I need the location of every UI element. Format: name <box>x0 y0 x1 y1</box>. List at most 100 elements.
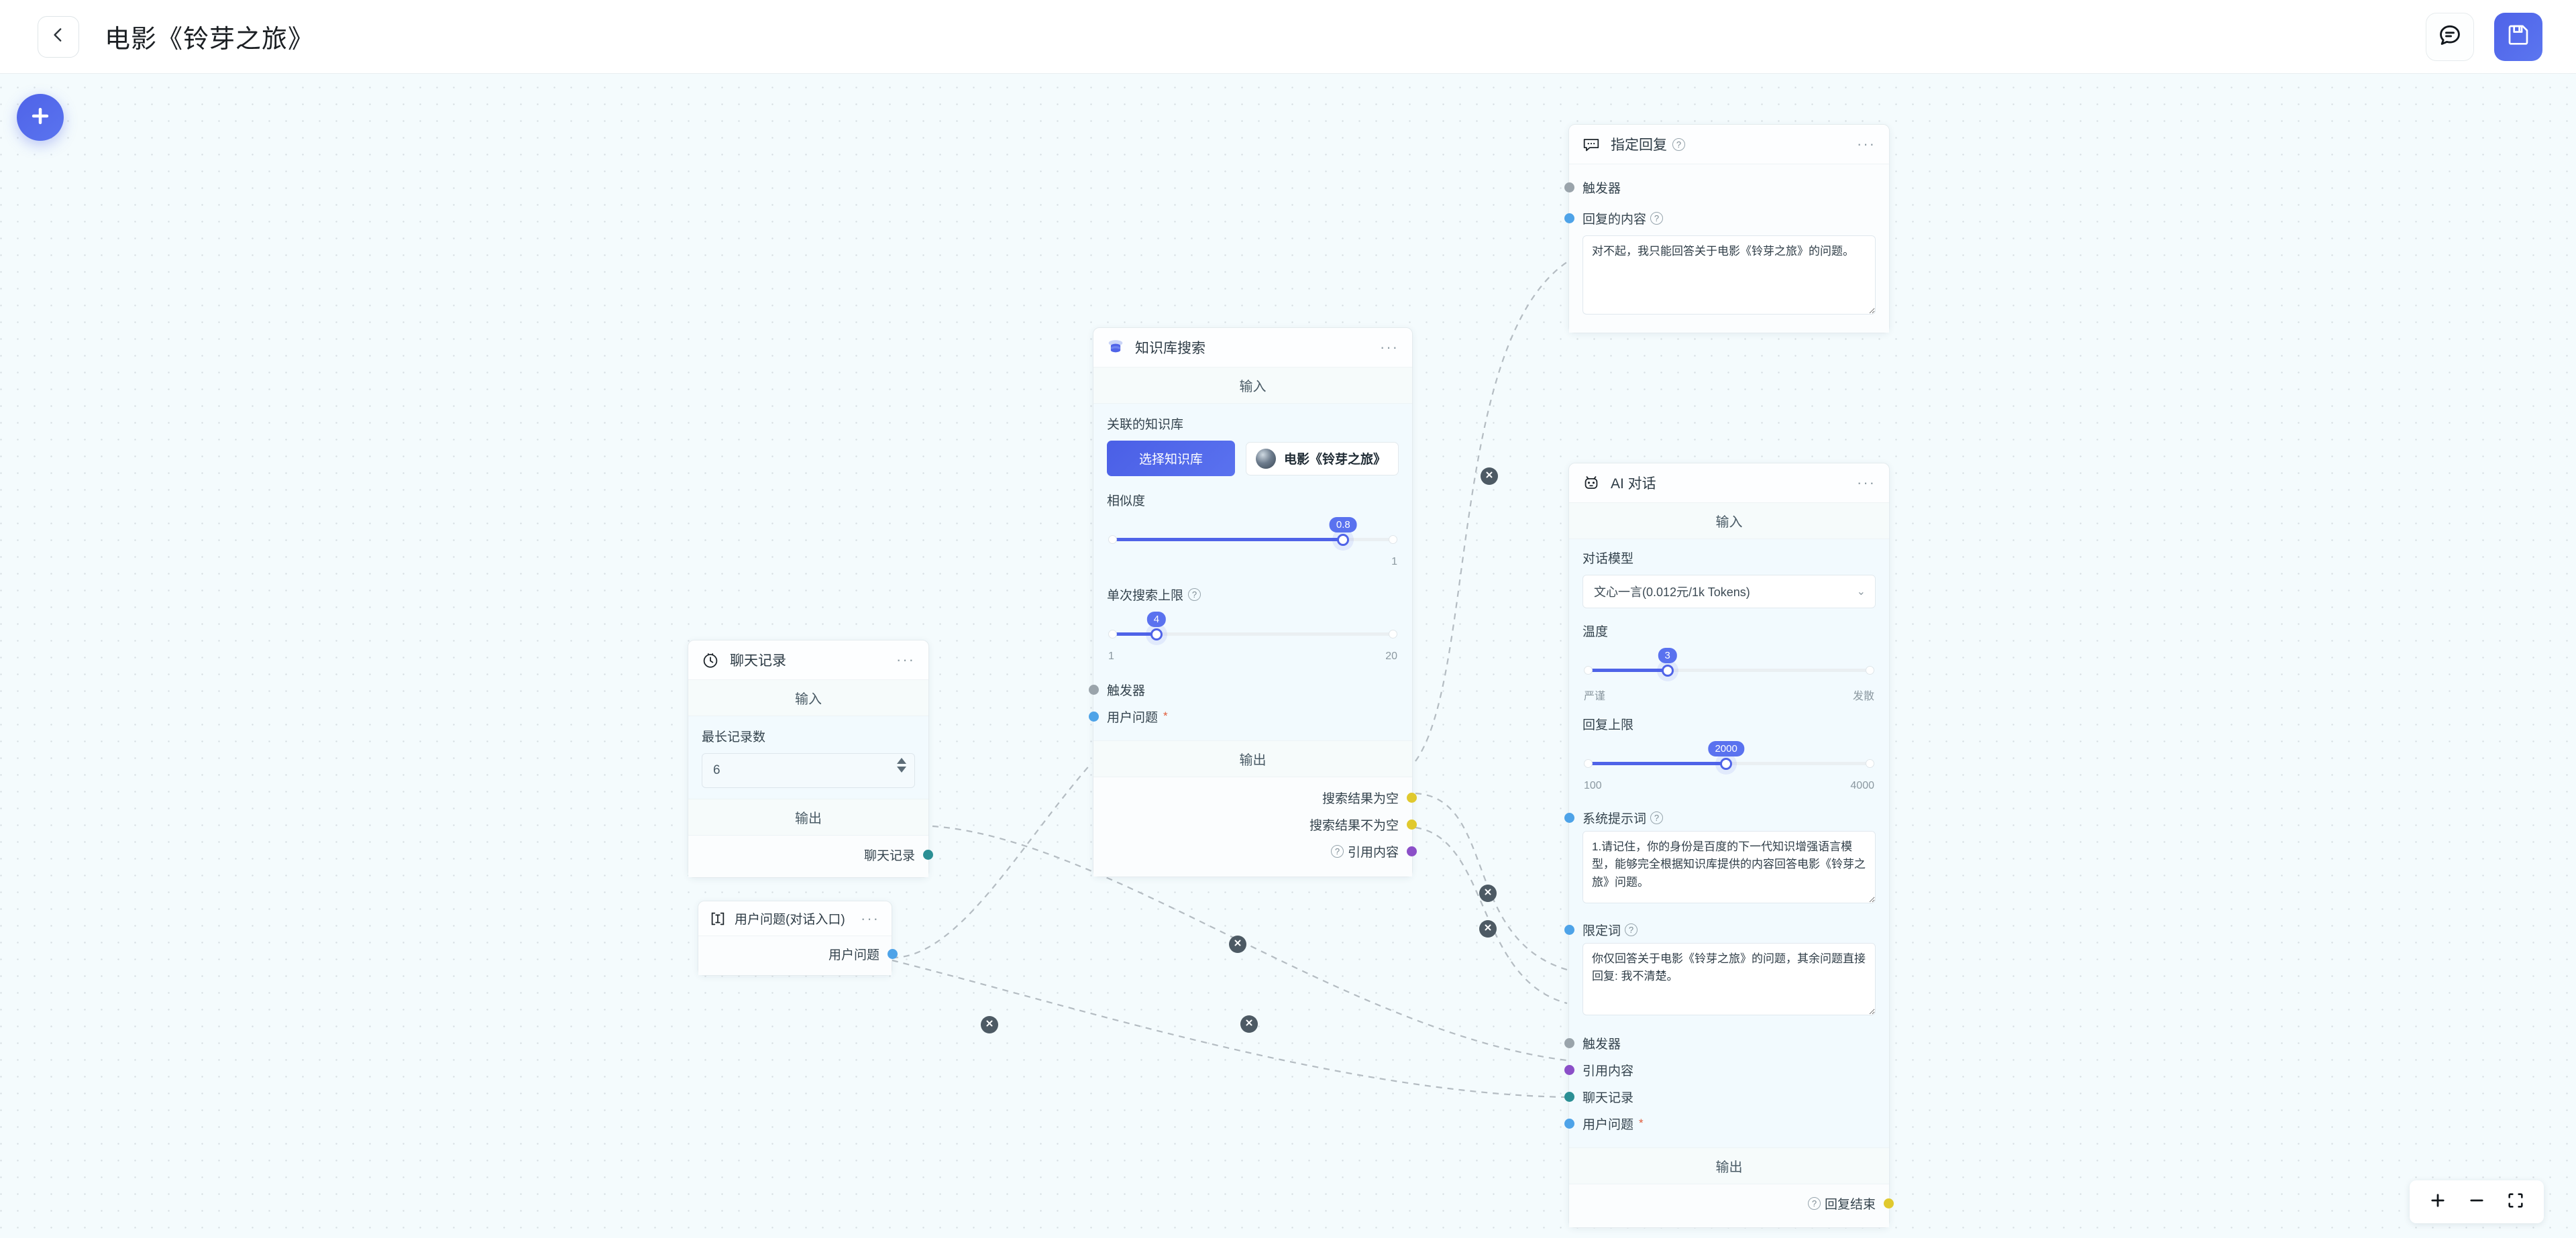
port-user-question-in[interactable]: 用户问题* <box>1564 1110 1876 1137</box>
node-ai-chat[interactable]: AI 对话 ··· 输入 对话模型 文心一言(0.012元/1k Tokens)… <box>1564 463 1894 1228</box>
port-dot[interactable] <box>1089 711 1099 722</box>
port-dot[interactable] <box>1884 1198 1894 1208</box>
edge-delete-button[interactable] <box>1240 1015 1258 1033</box>
knowledge-base-chip[interactable]: 电影《铃芽之旅》 <box>1245 441 1399 475</box>
edge-delete-button[interactable] <box>1481 467 1498 485</box>
node-menu-button[interactable]: ··· <box>861 909 879 927</box>
slider-knob[interactable] <box>1150 628 1163 640</box>
slider-end-cap <box>1389 630 1397 638</box>
edge-delete-button[interactable] <box>1229 936 1246 953</box>
fit-view-button[interactable] <box>2502 1188 2529 1215</box>
node-menu-button[interactable]: ··· <box>896 651 915 669</box>
reply-content-textarea[interactable] <box>1582 235 1876 315</box>
node-user-question[interactable]: 用户问题(对话入口) ··· 用户问题 <box>698 901 898 976</box>
edge-delete-button[interactable] <box>1479 920 1497 938</box>
slider-track <box>1588 669 1870 672</box>
port-dot[interactable] <box>1564 1037 1574 1048</box>
port-limit-word-in[interactable]: 限定词 ? <box>1564 916 1876 943</box>
close-icon <box>1483 923 1493 936</box>
stepper-arrows[interactable] <box>897 758 906 773</box>
ai-chat-body: 对话模型 文心一言(0.012元/1k Tokens) ⌄ 温度 3 严谨 发散 <box>1564 539 1889 1147</box>
add-node-button[interactable] <box>17 94 64 141</box>
port-trigger-in[interactable]: 触发器 <box>1564 1029 1876 1056</box>
port-trigger-in[interactable]: 触发器 <box>1564 174 1876 201</box>
comment-icon <box>2437 22 2463 51</box>
temperature-slider[interactable]: 3 <box>1582 648 1876 689</box>
zoom-out-button[interactable] <box>2463 1188 2490 1215</box>
node-menu-button[interactable]: ··· <box>1857 474 1876 492</box>
port-dot[interactable] <box>1564 1064 1574 1075</box>
port-dot[interactable] <box>888 948 898 959</box>
slider-knob[interactable] <box>1720 758 1733 770</box>
help-icon[interactable]: ? <box>1807 1196 1821 1210</box>
port-dot[interactable] <box>1564 182 1574 192</box>
maxtokens-slider[interactable]: 2000 <box>1582 741 1876 783</box>
port-dot[interactable] <box>1407 792 1417 803</box>
help-icon[interactable]: ? <box>1672 137 1685 151</box>
port-chat-history-in[interactable]: 聊天记录 <box>1564 1083 1876 1110</box>
kb-selection-row: 选择知识库 电影《铃芽之旅》 <box>1107 441 1399 476</box>
port-search-empty-out[interactable]: 搜索结果为空 <box>1107 784 1417 811</box>
stepper-down-icon[interactable] <box>897 767 906 773</box>
port-dot[interactable] <box>1564 1118 1574 1129</box>
help-icon[interactable]: ? <box>1330 844 1344 858</box>
limit-word-textarea[interactable] <box>1582 943 1876 1015</box>
port-dot[interactable] <box>1407 819 1417 830</box>
ai-chat-outputs: ?回复结束 <box>1569 1184 1894 1227</box>
comment-button[interactable] <box>2426 12 2474 61</box>
port-chat-history-out[interactable]: 聊天记录 <box>702 841 933 868</box>
edge-delete-button[interactable] <box>981 1016 998 1033</box>
max-records-stepper[interactable]: 6 <box>702 753 915 788</box>
port-quote-content-out[interactable]: ?引用内容 <box>1107 838 1417 864</box>
help-icon[interactable]: ? <box>1188 588 1201 601</box>
node-header[interactable]: 聊天记录 ··· <box>688 640 928 680</box>
port-search-notempty-out[interactable]: 搜索结果不为空 <box>1107 811 1417 838</box>
system-prompt-textarea[interactable] <box>1582 831 1876 903</box>
help-icon[interactable]: ? <box>1650 211 1664 225</box>
node-header[interactable]: 知识库搜索 ··· <box>1093 328 1412 368</box>
node-header[interactable]: 指定回复 ? ··· <box>1569 125 1889 164</box>
back-button[interactable] <box>38 15 79 58</box>
port-dot[interactable] <box>1089 684 1099 695</box>
slider-track <box>1112 632 1393 636</box>
node-fixed-reply[interactable]: 指定回复 ? ··· 触发器 回复的内容 ? <box>1564 124 1890 333</box>
slider-start-cap <box>1584 759 1593 768</box>
port-reply-content-in[interactable]: 回复的内容 ? <box>1564 205 1876 231</box>
node-menu-button[interactable]: ··· <box>1380 339 1399 356</box>
help-icon[interactable]: ? <box>1650 811 1664 824</box>
minus-icon <box>2467 1191 2486 1213</box>
select-knowledge-base-button[interactable]: 选择知识库 <box>1107 441 1235 476</box>
port-dot[interactable] <box>1564 213 1574 223</box>
node-header[interactable]: AI 对话 ··· <box>1569 463 1889 503</box>
text-cursor-icon <box>709 910 727 927</box>
workflow-canvas[interactable]: 知识库搜索 ··· 输入 关联的知识库 选择知识库 电影《铃芽之旅》 相似度 <box>0 74 2576 1238</box>
port-dot[interactable] <box>923 849 933 860</box>
similarity-slider[interactable]: 0.8 <box>1107 517 1399 559</box>
topk-slider[interactable]: 4 <box>1107 612 1399 653</box>
slider-knob[interactable] <box>1337 534 1350 546</box>
stepper-up-icon[interactable] <box>897 758 906 764</box>
plus-icon <box>2428 1191 2447 1213</box>
port-quote-content-in[interactable]: 引用内容 <box>1564 1056 1876 1083</box>
model-select[interactable]: 文心一言(0.012元/1k Tokens) ⌄ <box>1582 575 1876 608</box>
port-system-prompt-in[interactable]: 系统提示词 ? <box>1564 804 1876 831</box>
port-userquestion-in[interactable]: 用户问题* <box>1089 703 1399 730</box>
port-user-question-out[interactable]: 用户问题 <box>710 940 898 967</box>
port-reply-end-out[interactable]: ?回复结束 <box>1582 1190 1894 1217</box>
help-icon[interactable]: ? <box>1625 923 1638 936</box>
node-header[interactable]: 用户问题(对话入口) ··· <box>698 901 892 936</box>
port-trigger-in[interactable]: 触发器 <box>1089 676 1399 703</box>
slider-knob[interactable] <box>1661 665 1674 677</box>
node-chat-history[interactable]: 聊天记录 ··· 输入 最长记录数 6 输出 聊天记录 <box>688 640 933 878</box>
port-dot[interactable] <box>1564 812 1574 823</box>
port-dot[interactable] <box>1564 924 1574 935</box>
node-menu-button[interactable]: ··· <box>1857 135 1876 153</box>
chat-history-body: 最长记录数 6 <box>688 716 928 799</box>
port-dot[interactable] <box>1407 846 1417 856</box>
edge-delete-button[interactable] <box>1479 885 1497 902</box>
port-dot[interactable] <box>1564 1091 1574 1102</box>
zoom-in-button[interactable] <box>2424 1188 2451 1215</box>
fixed-reply-body: 触发器 回复的内容 ? <box>1564 164 1889 333</box>
save-button[interactable] <box>2494 12 2542 61</box>
node-kb-search[interactable]: 知识库搜索 ··· 输入 关联的知识库 选择知识库 电影《铃芽之旅》 相似度 <box>1089 327 1417 877</box>
